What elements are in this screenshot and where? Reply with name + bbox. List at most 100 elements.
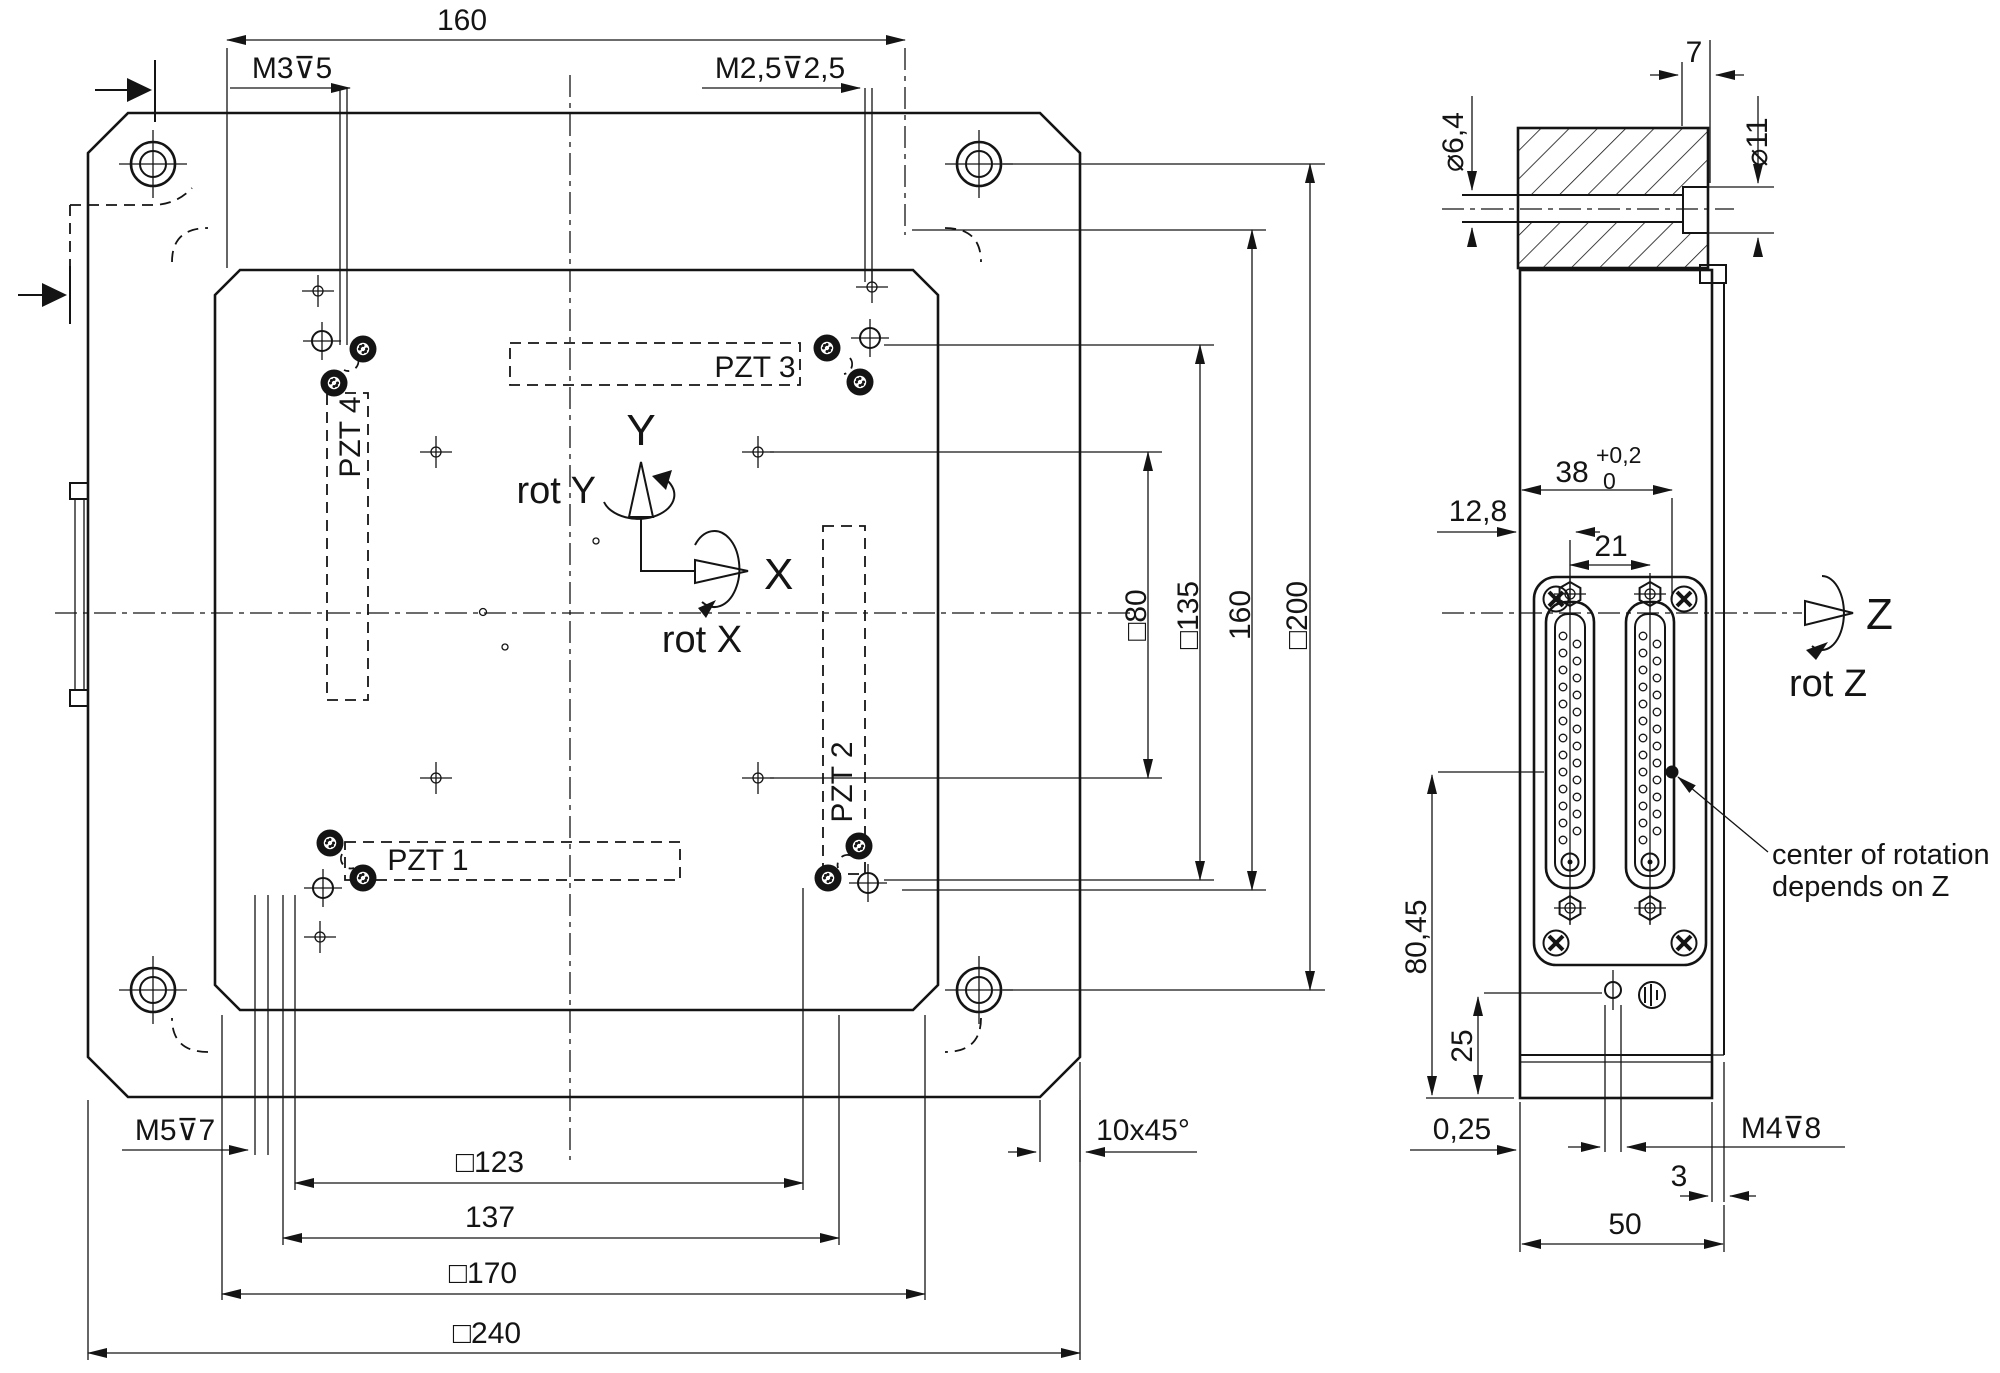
screw-arc bbox=[340, 853, 355, 870]
pzt2-label: PZT 2 bbox=[826, 741, 859, 822]
pzt1-label: PZT 1 bbox=[387, 844, 468, 877]
dsub-pin bbox=[1558, 818, 1568, 828]
screw-socket-dot bbox=[358, 347, 361, 351]
dsub-pin bbox=[1558, 631, 1568, 641]
dim-sq240-label: □240 bbox=[453, 1317, 521, 1350]
hidden-corner-br bbox=[944, 1017, 982, 1053]
screw-socket-dot bbox=[361, 873, 365, 876]
dsub-pin bbox=[1638, 818, 1648, 828]
screw-socket-dot bbox=[858, 384, 862, 387]
screw-socket-dot bbox=[823, 876, 826, 880]
platform-clamp bbox=[1699, 264, 1727, 284]
phillips-slot bbox=[1675, 934, 1693, 952]
dim-80-45-label: 80,45 bbox=[1400, 899, 1433, 974]
dim-25-label: 25 bbox=[1446, 1029, 1479, 1062]
screw-socket-dot bbox=[328, 845, 332, 848]
side-dimensions: 7 ⌀6,4 ⌀11 38 +0,2 0 21 12,8 bbox=[1400, 36, 1845, 1252]
dsub-pin bbox=[1572, 826, 1582, 836]
dsub-connector-left bbox=[1544, 540, 1596, 925]
socket-screw-icon bbox=[845, 832, 873, 860]
screw-socket-dot bbox=[828, 349, 831, 352]
dsub-pin bbox=[1572, 809, 1582, 819]
screw-socket-dot bbox=[855, 380, 858, 384]
dsub-pin bbox=[1572, 792, 1582, 802]
screw-socket-dot bbox=[854, 844, 857, 848]
screw-socket-dot bbox=[336, 381, 339, 385]
dsub-pin bbox=[1558, 733, 1568, 743]
screw-socket-dot bbox=[332, 385, 336, 388]
medium-hole bbox=[849, 864, 887, 902]
dim-0-25-label: 0,25 bbox=[1433, 1113, 1491, 1146]
phillips-slot bbox=[1675, 590, 1693, 608]
z-axis-arrow-icon bbox=[1804, 599, 1854, 627]
dim-sq170-label: □170 bbox=[449, 1257, 517, 1290]
screw-socket-dot bbox=[822, 346, 825, 350]
dim-21-label: 21 bbox=[1594, 530, 1627, 563]
dsub-pin bbox=[1638, 716, 1648, 726]
dsub-pin bbox=[1558, 784, 1568, 794]
dsub-pin bbox=[1638, 767, 1648, 777]
rot-z-label: rot Z bbox=[1789, 663, 1867, 705]
socket-screw-icon bbox=[814, 864, 842, 892]
counterbore-hole bbox=[945, 956, 1013, 1024]
m3-thread-callout: M3⊽5 bbox=[252, 52, 332, 85]
dsub-pin bbox=[1652, 707, 1662, 717]
m5-thread-callout: M5⊽7 bbox=[135, 1114, 215, 1147]
tiny-hole bbox=[592, 537, 600, 545]
phillips-screw-icon bbox=[1670, 585, 1698, 613]
dsub-pin bbox=[1572, 639, 1582, 649]
screw-socket-dot bbox=[358, 876, 361, 880]
medium-hole bbox=[303, 322, 341, 360]
screw-socket-dot bbox=[361, 344, 365, 347]
screw-socket-dot bbox=[824, 874, 827, 877]
rot-x-arrowhead-icon bbox=[698, 600, 716, 618]
dsub-pin bbox=[1572, 741, 1582, 751]
screw-socket-dot bbox=[855, 842, 858, 845]
dsub-pin bbox=[1652, 775, 1662, 785]
screw-socket-dot bbox=[861, 383, 864, 386]
dsub-pin bbox=[1652, 639, 1662, 649]
dim-sq80-label: □80 bbox=[1120, 589, 1153, 641]
dsub-pin bbox=[1638, 835, 1648, 845]
screw-socket-dot bbox=[825, 350, 829, 353]
rot-x-label: rot X bbox=[662, 619, 742, 661]
left-edge-connector bbox=[69, 482, 89, 707]
screw-socket-dot bbox=[359, 874, 362, 877]
screw-socket-dot bbox=[361, 880, 365, 883]
screw-socket-dot bbox=[858, 377, 862, 380]
screw-socket-dot bbox=[857, 848, 861, 851]
y-axis-label: Y bbox=[626, 406, 655, 455]
tiny-hole bbox=[501, 643, 509, 651]
screw-socket-dot bbox=[361, 351, 365, 354]
dsub-pin bbox=[1558, 716, 1568, 726]
dim-38-label: 38 bbox=[1555, 456, 1588, 489]
phillips-screw-icon bbox=[1670, 929, 1698, 957]
dsub-pin bbox=[1558, 750, 1568, 760]
inner-platform-outline bbox=[213, 268, 940, 1012]
dsub-pin bbox=[1572, 673, 1582, 683]
screw-socket-dot bbox=[328, 838, 332, 841]
screw-socket-dot bbox=[331, 844, 334, 847]
rot-x-arc-icon bbox=[694, 530, 741, 608]
socket-screw-icon bbox=[813, 334, 841, 362]
screw-head bbox=[1670, 929, 1698, 957]
z-axis-label: Z bbox=[1866, 590, 1893, 639]
dim-7-label: 7 bbox=[1686, 36, 1703, 69]
front-dimensions: 160 M3⊽5 M2,5⊽2,5 □80 □135 160 bbox=[87, 4, 1325, 1360]
screw-socket-dot bbox=[856, 378, 859, 381]
dsub-pin bbox=[1638, 648, 1648, 658]
small-hole bbox=[420, 762, 452, 794]
view-direction-arrow-left bbox=[18, 266, 71, 324]
screw-socket-dot bbox=[826, 880, 830, 883]
dsub-pin bbox=[1558, 699, 1568, 709]
dsub-pin bbox=[1652, 826, 1662, 836]
dsub-pin bbox=[1558, 648, 1568, 658]
dsub-pin bbox=[1558, 665, 1568, 675]
dsub-pin bbox=[1652, 758, 1662, 768]
socket-screw-icon bbox=[349, 864, 377, 892]
screw-socket-dot bbox=[365, 876, 368, 880]
screw-arc bbox=[836, 854, 853, 869]
screw-arc bbox=[843, 357, 853, 375]
pzt3-slot bbox=[509, 342, 801, 386]
